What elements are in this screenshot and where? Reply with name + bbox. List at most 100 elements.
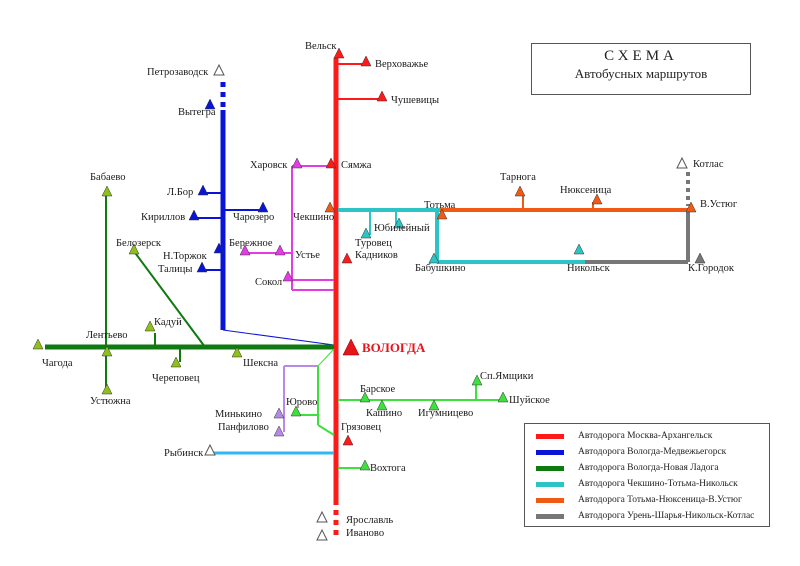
legend-label: Автодорога Чекшино-Тотьма-Никольск (578, 479, 738, 489)
city-shuyskoe: Шуйское (509, 395, 550, 406)
stop-marker-lentyevo-icon (101, 345, 113, 357)
stop-marker-rybinsk-icon (204, 443, 216, 456)
stop-marker-ustyuzhna-icon (101, 383, 113, 395)
city-ivanovo: Иваново (346, 528, 384, 539)
city-vustyug: В.Устюг (700, 199, 738, 210)
stop-marker-cherepovets-icon (170, 356, 182, 368)
city-minkino: Минькино (215, 409, 262, 420)
stop-marker-belozersk-icon (128, 243, 140, 255)
capital-marker-icon (342, 338, 360, 356)
legend-item-vologda-medvezhyegorsk: Автодорога Вологда-Медвежьегорск (525, 444, 769, 460)
legend-item-uren-nikolsk-kotlas: Автодорога Урень-Шарья-Никольск-Котлас (525, 508, 769, 524)
stop-marker-minkino-icon (273, 407, 285, 419)
stop-marker-shuyskoe-icon (497, 391, 509, 403)
title-subtitle: Автобусных маршрутов (574, 66, 708, 81)
city-verhovazhe: Верховажье (375, 59, 429, 70)
route-vologda-novaya-ladoga (45, 190, 334, 392)
stop-marker-kharovsk-icon (291, 157, 303, 169)
city-yurovo: Юрово (286, 397, 317, 408)
city-rybinsk: Рыбинск (164, 448, 204, 459)
legend-swatch (536, 513, 564, 519)
city-nyuksenitsa: Нюксеница (560, 185, 612, 196)
city-kashino: Кашино (366, 408, 402, 419)
legend-label: Автодорога Вологда-Медвежьегорск (578, 447, 727, 457)
city-petrozavodsk: Петрозаводск (147, 67, 209, 78)
legend-label: Автодорога Урень-Шарья-Никольск-Котлас (578, 511, 755, 521)
city-kirillov: Кириллов (141, 212, 185, 223)
city-vologda-capital: ВОЛОГДА (362, 340, 426, 355)
stop-marker-chushevitsy-icon (376, 90, 388, 102)
city-labels: Вельск Верховажье Чушевицы Петрозаводск … (42, 41, 738, 539)
city-yaroslavl: Ярославль (346, 515, 393, 526)
city-charozero: Чарозеро (233, 212, 274, 223)
city-chushevitsy: Чушевицы (391, 95, 439, 106)
stop-marker-kashino-icon (376, 399, 388, 411)
city-vytegra: Вытегра (178, 107, 216, 118)
stop-marker-yubileyny-icon (393, 217, 405, 229)
stop-marker-turovets-icon (360, 227, 372, 239)
stop-marker-vytegra-icon (204, 98, 216, 110)
stop-marker-totma-icon (436, 208, 448, 220)
stop-marker-spyamshchiki-icon (471, 374, 483, 386)
city-lbor: Л.Бор (167, 187, 193, 198)
city-sokol: Сокол (255, 277, 282, 288)
route-moscow-arkhangelsk (333, 58, 381, 540)
stop-marker-babaevo-icon (101, 185, 113, 197)
city-velsk: Вельск (305, 41, 337, 52)
city-syamzha: Сямжа (341, 160, 372, 171)
legend: Автодорога Москва-Архангельск Автодорога… (524, 423, 770, 527)
route-uren-nikolsk-kotlas (585, 172, 690, 264)
stop-marker-yaroslavl-icon (316, 510, 328, 523)
city-belozersk: Белозерск (116, 238, 162, 249)
city-kadnikov: Кадников (355, 250, 398, 261)
stop-marker-kgorodok-icon (694, 252, 706, 264)
city-barskoe: Барское (360, 384, 396, 395)
stop-marker-sokol-icon (282, 270, 294, 282)
stop-marker-vustyug-icon (685, 201, 697, 213)
stop-marker-igumnitsevo-icon (428, 399, 440, 411)
legend-item-chekshino-totma-nikolsk: Автодорога Чекшино-Тотьма-Никольск (525, 476, 769, 492)
city-spyamshchiki: Сп.Ямщики (480, 371, 534, 382)
city-totma: Тотьма (424, 200, 456, 211)
city-chekshino: Чекшино (293, 212, 334, 223)
city-panfilovo: Панфилово (218, 422, 269, 433)
legend-item-moscow-arkhangelsk: Автодорога Москва-Архангельск (525, 428, 769, 444)
stop-marker-ustye-icon (274, 244, 286, 256)
city-ustyuzhna: Устюжна (90, 396, 131, 407)
city-ntorzhok: Н.Торжок (163, 251, 208, 262)
route-vologda-medvezhyegorsk (197, 82, 335, 346)
city-tarnoga: Тарнога (500, 172, 536, 183)
stop-marker-ntorzhok-icon (213, 242, 225, 254)
stop-marker-chagoda-icon (32, 338, 44, 350)
stop-marker-panfilovo-icon (273, 425, 285, 437)
stop-marker-velsk-icon (333, 47, 345, 59)
city-gryazovets: Грязовец (341, 422, 381, 433)
city-lentyevo: Лентьево (86, 330, 128, 341)
legend-swatch (536, 497, 564, 503)
stop-marker-kotlas-icon (676, 156, 688, 169)
city-berezhnoe: Бережное (229, 238, 273, 249)
title-box: СХЕМА Автобусных маршрутов (531, 43, 751, 95)
stop-marker-gryazovets-icon (342, 434, 354, 446)
city-chagoda: Чагода (42, 358, 73, 369)
legend-label: Автодорога Москва-Архангельск (578, 431, 713, 441)
city-turovets: Туровец (355, 238, 392, 249)
legend-label: Автодорога Вологда-Новая Ладога (578, 463, 719, 473)
stop-marker-sheksna-icon (231, 346, 243, 358)
title-main: СХЕМА (604, 48, 678, 64)
stop-marker-kadnikov-icon (341, 252, 353, 264)
city-ustye: Устье (295, 250, 320, 261)
stop-marker-nikolsk-icon (573, 243, 585, 255)
stop-marker-ivanovo-icon (316, 528, 328, 541)
city-kharovsk: Харовск (250, 160, 288, 171)
stop-marker-barskoe-icon (359, 391, 371, 403)
legend-item-vologda-novaya-ladoga: Автодорога Вологда-Новая Ладога (525, 460, 769, 476)
legend-swatch (536, 449, 564, 455)
legend-label: Автодорога Тотьма-Нюксеница-В.Устюг (578, 495, 742, 505)
stop-marker-talitsy-icon (196, 261, 208, 273)
city-nikolsk: Никольск (567, 263, 611, 274)
legend-swatch (536, 481, 564, 487)
stop-marker-babushkino-icon (428, 252, 440, 264)
stop-marker-lbor-icon (197, 184, 209, 196)
